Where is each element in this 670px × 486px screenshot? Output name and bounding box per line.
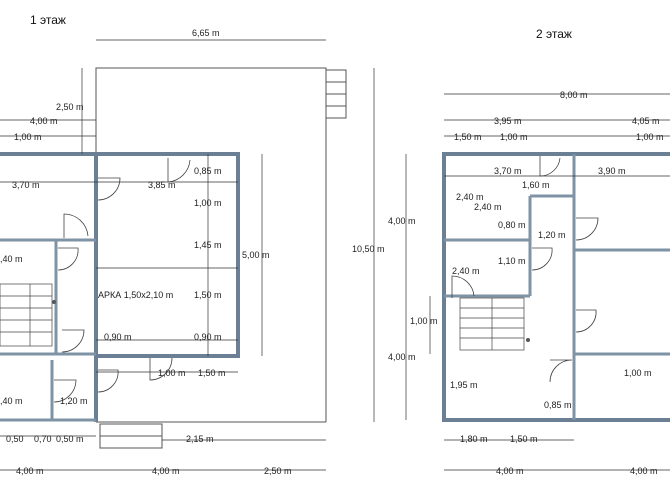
dimension-label: 0,90 m <box>104 332 132 342</box>
floor2-walls <box>442 152 670 422</box>
dimension-label: 1,00 m <box>500 132 528 142</box>
dimension-label: 1,50 m <box>454 132 482 142</box>
dimension-label: 0,50 <box>6 434 24 444</box>
dimension-label: 3,85 m <box>148 180 176 190</box>
dimension-label: 1,80 m <box>460 434 488 444</box>
dimension-label: 2,50 m <box>56 102 84 112</box>
dimension-label: 8,00 m <box>560 90 588 100</box>
floor1-dimension-labels: 6,65 m 2,50 m 4,00 m 1,00 m 3,70 m 3,85 … <box>0 28 385 476</box>
dimension-label: 3,70 m <box>494 166 522 176</box>
floor2-plan: 2 этаж <box>388 27 670 476</box>
dimension-label: 1,00 m <box>14 132 42 142</box>
dimension-label: ,40 m <box>0 254 23 264</box>
dimension-label: 1,50 m <box>510 434 538 444</box>
dimension-label: 1,50 m <box>194 290 222 300</box>
dimension-label: 0,85 m <box>544 400 572 410</box>
floor2-title: 2 этаж <box>536 27 572 41</box>
dimension-label: ,40 m <box>0 396 23 406</box>
dimension-label: 0,80 m <box>498 220 526 230</box>
dimension-label: 4,00 m <box>630 466 658 476</box>
dimension-label: 2,50 m <box>264 466 292 476</box>
dimension-label: 1,00 m <box>410 316 438 326</box>
dimension-label: 10,50 m <box>352 244 385 254</box>
dimension-label: 4,00 m <box>152 466 180 476</box>
dimension-label: 2,40 m <box>452 266 480 276</box>
floor1-walls <box>0 67 347 449</box>
dimension-label: 1,00 m <box>636 132 664 142</box>
dimension-label: 1,00 m <box>624 368 652 378</box>
floor2-dimension-lines <box>405 93 670 471</box>
dimension-label: 1,95 m <box>450 380 478 390</box>
dimension-label: 5,00 m <box>242 250 270 260</box>
dimension-label: 2,15 m <box>186 434 214 444</box>
dimension-label: 0,90 m <box>194 332 222 342</box>
dimension-label: 1,45 m <box>194 240 222 250</box>
floor1-doors <box>53 158 191 403</box>
dimension-label: 3,95 m <box>494 116 522 126</box>
dimension-label: 4,00 m <box>30 116 58 126</box>
dimension-label: 4,05 m <box>632 116 660 126</box>
floor1-dimension-lines <box>0 39 375 471</box>
floor1-title: 1 этаж <box>30 13 66 27</box>
dimension-label: 2,40 m <box>474 202 502 212</box>
dimension-label: 0,85 m <box>194 166 222 176</box>
dimension-label: 1,00 m <box>158 368 186 378</box>
dimension-label: 1,00 m <box>194 198 222 208</box>
floor2-staircase <box>459 297 530 351</box>
dimension-label: 4,00 m <box>388 216 416 226</box>
floor1-staircase <box>0 283 56 347</box>
dimension-label: АРКА 1,50х2,10 m <box>98 290 173 300</box>
dimension-label: 2,40 m <box>456 192 484 202</box>
dimension-label: 1,20 m <box>60 396 88 406</box>
dimension-label: 4,00 m <box>496 466 524 476</box>
floor1-plan: 1 этаж <box>0 13 385 476</box>
dimension-label: 4,00 m <box>16 466 44 476</box>
dimension-label: 1,50 m <box>198 368 226 378</box>
dimension-label: 1,10 m <box>498 256 526 266</box>
dimension-label: 0,70 <box>34 434 52 444</box>
dimension-label: 1,60 m <box>522 180 550 190</box>
dimension-label: 0,50 m <box>56 434 84 444</box>
dimension-label: 1,20 m <box>538 230 566 240</box>
dimension-label: 6,65 m <box>192 28 220 38</box>
dimension-label: 3,70 m <box>12 180 40 190</box>
floor2-dimension-labels: 8,00 m 3,95 m 4,05 m 1,50 m 1,00 m 1,00 … <box>388 90 664 476</box>
dimension-label: 3,90 m <box>598 166 626 176</box>
dimension-label: 4,00 m <box>388 352 416 362</box>
